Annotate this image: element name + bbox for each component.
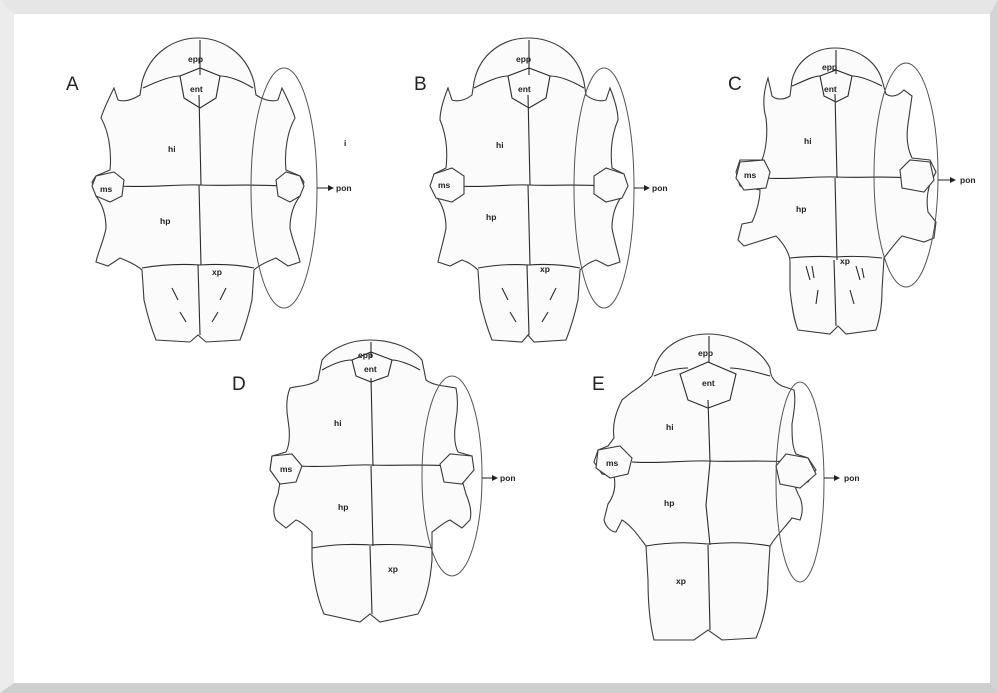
panel-d-letter: D [232, 374, 246, 395]
panel-e-letter: E [592, 374, 605, 395]
panel-e-label-ms: ms [606, 458, 619, 468]
panel-a-right-mesoplastron [276, 172, 304, 202]
panel-e-label-xp: xp [676, 576, 686, 586]
panel-e-label-ent: ent [702, 378, 715, 388]
panel-a-letter: A [66, 74, 79, 95]
panel-a-label-ent: ent [190, 84, 203, 94]
panel-c-label-hp: hp [796, 204, 806, 214]
panel-a-label-extra: i [344, 138, 346, 148]
panel-d-label-ent: ent [364, 364, 377, 374]
panel-d-pon-arrowhead [492, 475, 498, 481]
panel-d-label-pon: pon [500, 473, 516, 483]
panel-b-label-epp: epp [516, 54, 531, 64]
panel-e: E epp ent hi ms hp xp pon [592, 334, 860, 640]
panel-d-right-mesoplastron [440, 454, 474, 484]
panel-a-pon-arrowhead [328, 185, 334, 191]
panel-d-label-hp: hp [338, 502, 348, 512]
panel-b-letter: B [414, 74, 427, 95]
panel-c-label-xp: xp [840, 256, 850, 266]
panel-b-label-hi: hi [496, 140, 504, 150]
panel-b-label-xp: xp [540, 264, 550, 274]
panel-a-label-pon: pon [336, 183, 352, 193]
panel-b-label-hp: hp [486, 212, 496, 222]
panel-c-pon-arrowhead [950, 177, 956, 183]
panel-d-label-hi: hi [334, 418, 342, 428]
panel-a-label-hi: hi [168, 144, 176, 154]
panel-d-label-xp: xp [388, 564, 398, 574]
panel-e-label-hi: hi [666, 422, 674, 432]
panel-d-label-epp: epp [358, 350, 373, 360]
panel-a: A epp ent hi ms hp xp pon i [66, 38, 352, 342]
panel-e-label-epp: epp [698, 348, 713, 358]
panel-b-right-mesoplastron [594, 168, 628, 202]
panel-b-label-pon: pon [652, 183, 668, 193]
panel-c: C epp ent hi ms hp xp pon [728, 48, 976, 334]
panel-c-label-ms: ms [744, 170, 757, 180]
panel-e-label-pon: pon [844, 473, 860, 483]
panel-c-label-hi: hi [804, 136, 812, 146]
panel-c-letter: C [728, 74, 742, 95]
panel-a-label-hp: hp [160, 216, 170, 226]
panel-e-pon-arrowhead [834, 475, 840, 481]
panel-e-label-hp: hp [664, 498, 674, 508]
panel-c-label-ent: ent [824, 84, 837, 94]
panel-b: B epp ent hi ms hp xp pon [414, 38, 668, 342]
panel-c-label-epp: epp [822, 62, 837, 72]
panel-a-label-epp: epp [188, 54, 203, 64]
panel-b-pon-arrowhead [644, 185, 650, 191]
panel-d: D epp ent hi ms hp xp pon [232, 340, 516, 622]
panel-c-label-pon: pon [960, 175, 976, 185]
panel-b-label-ent: ent [518, 84, 531, 94]
panel-a-label-xp: xp [212, 267, 222, 277]
panel-b-label-ms: ms [438, 180, 451, 190]
panel-a-label-ms: ms [100, 184, 113, 194]
panel-e-right-mesoplastron [776, 454, 816, 488]
panel-d-label-ms: ms [280, 464, 293, 474]
